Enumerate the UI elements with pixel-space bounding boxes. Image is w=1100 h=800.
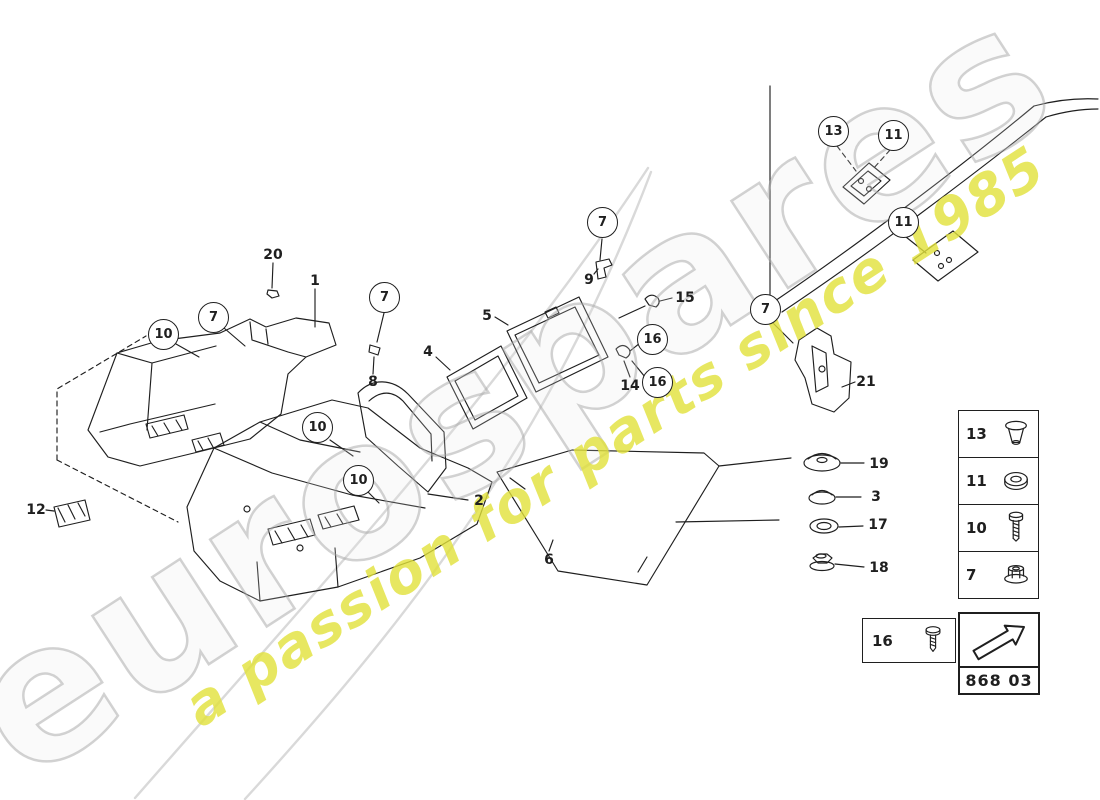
nut-18-drawing: [809, 553, 865, 572]
part-label-4[interactable]: 4: [423, 344, 433, 360]
part-label-8[interactable]: 8: [368, 374, 378, 390]
bracket-9-drawing: [593, 238, 613, 280]
part-label-21[interactable]: 21: [856, 374, 876, 390]
diagram-nav: 868 03: [958, 612, 1040, 695]
plate-4-drawing: [435, 345, 528, 430]
hardware-box-16[interactable]: 16: [862, 618, 956, 663]
part-label-2[interactable]: 2: [474, 493, 484, 509]
next-diagram-arrow-icon: [966, 615, 1032, 665]
plate-5-drawing: [494, 296, 609, 393]
legend-part-number: 10: [966, 519, 987, 537]
callout-13[interactable]: 13: [818, 116, 849, 147]
callout-11[interactable]: 11: [878, 120, 909, 151]
part-label-20[interactable]: 20: [263, 247, 283, 263]
legend-row-10[interactable]: 10: [959, 504, 1038, 551]
part-label-18[interactable]: 18: [869, 560, 889, 576]
callout-10[interactable]: 10: [343, 465, 374, 496]
part-label-5[interactable]: 5: [482, 308, 492, 324]
hardware-part-number: 16: [872, 631, 893, 650]
callout-7[interactable]: 7: [750, 294, 781, 325]
legend-row-11[interactable]: 11: [959, 457, 1038, 504]
next-diagram-button[interactable]: [958, 612, 1040, 668]
grommet-3-drawing: [808, 489, 862, 505]
clip-15-drawing: [618, 294, 673, 319]
legend-row-13[interactable]: 13: [959, 411, 1038, 457]
panel-6-drawing: [496, 449, 792, 586]
pan-head-screw-icon: [920, 623, 946, 659]
legend-row-7[interactable]: 7: [959, 551, 1038, 598]
sound-pad-12-drawing: [45, 499, 91, 528]
fastener-legend: 13 11 10: [958, 410, 1039, 599]
flange-nut-icon: [1001, 560, 1031, 590]
bracket-21-drawing: [771, 321, 856, 413]
countersunk-screw-icon: [1001, 418, 1031, 450]
part-label-1[interactable]: 1: [310, 273, 320, 289]
part-label-6[interactable]: 6: [544, 552, 554, 568]
part-label-14[interactable]: 14: [620, 378, 640, 394]
part-label-9[interactable]: 9: [584, 272, 594, 288]
legend-part-number: 13: [966, 425, 987, 443]
floor-panel-rear-drawing: [186, 312, 493, 602]
floor-panel-front-drawing: [56, 262, 337, 523]
part-label-12[interactable]: 12: [26, 502, 46, 518]
callout-7[interactable]: 7: [587, 207, 618, 238]
hex-screw-icon: [1001, 510, 1031, 546]
callout-10[interactable]: 10: [148, 319, 179, 350]
callout-16[interactable]: 16: [637, 324, 668, 355]
callout-7[interactable]: 7: [369, 282, 400, 313]
legend-part-number: 7: [966, 566, 977, 584]
watermark-swoosh: [133, 166, 653, 800]
diagram-code: 868 03: [958, 668, 1040, 695]
callout-10[interactable]: 10: [302, 412, 333, 443]
callout-7[interactable]: 7: [198, 302, 229, 333]
callout-11[interactable]: 11: [888, 207, 919, 238]
legend-part-number: 11: [966, 472, 987, 490]
grommet-19-drawing: [803, 452, 865, 472]
part-label-3[interactable]: 3: [871, 489, 881, 505]
callout-16[interactable]: 16: [642, 367, 673, 398]
part-label-17[interactable]: 17: [868, 517, 888, 533]
part-label-15[interactable]: 15: [675, 290, 695, 306]
washer-17-drawing: [809, 518, 864, 534]
part-label-19[interactable]: 19: [869, 456, 889, 472]
washer-icon: [1001, 465, 1031, 497]
